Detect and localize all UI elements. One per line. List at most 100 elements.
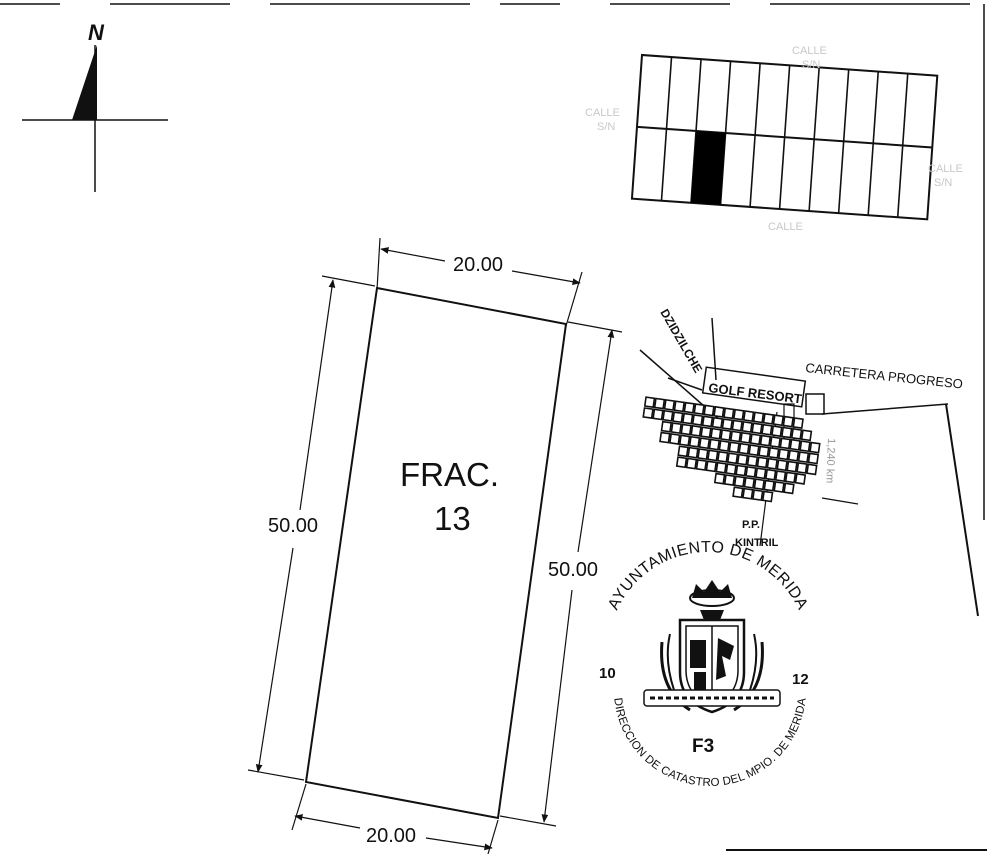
- seal-left-number: 10: [599, 665, 616, 682]
- lot-cell: [695, 459, 708, 471]
- lot-cell: [680, 423, 692, 436]
- lot-cell: [789, 438, 801, 451]
- street-left-label: CALLE: [585, 107, 620, 119]
- road-dzidzilche: DZIDZILCHE: [657, 307, 705, 376]
- lot-cell: [790, 427, 803, 440]
- golf-resort-label: GOLF RESORT: [708, 380, 803, 406]
- lot-cell: [786, 460, 798, 473]
- coat-of-arms-icon: [643, 580, 781, 714]
- lot-cell: [685, 457, 698, 470]
- lot-cell: [720, 429, 732, 442]
- lot-cell: [751, 422, 763, 435]
- lot-cell: [755, 467, 767, 480]
- lot-cell: [715, 461, 727, 474]
- lot-cell: [753, 478, 766, 491]
- lot-divider: [867, 71, 880, 216]
- golf-resort-box: [701, 366, 807, 408]
- lot-cell: [668, 433, 681, 445]
- kintril-label: KINTRIL: [735, 537, 779, 549]
- north-arrow-label: N: [88, 20, 105, 45]
- pp-label: P.P.: [742, 519, 760, 531]
- page-frame: [0, 3, 987, 851]
- highlighted-lot: [691, 130, 726, 205]
- lot-cell: [708, 438, 721, 451]
- lot-cell: [784, 471, 797, 484]
- lot-cell: [806, 463, 818, 476]
- lot-cell: [743, 476, 756, 489]
- lot-cell: [787, 449, 800, 462]
- lot-cell: [693, 403, 705, 416]
- lot-cell: [663, 398, 676, 411]
- dim-top: 20.00: [453, 254, 503, 276]
- lot-cell: [772, 414, 785, 427]
- lot-divider: [808, 67, 820, 212]
- lot-cell: [764, 468, 777, 481]
- lot-cell: [700, 426, 712, 439]
- lot-cell: [761, 423, 773, 436]
- lot-cell: [652, 408, 664, 421]
- lot-cell: [783, 482, 795, 495]
- lot-cell: [681, 412, 694, 425]
- lot-cell: [751, 489, 764, 502]
- lot-cell: [746, 455, 759, 467]
- carretera-label: CARRETERA PROGRESO: [805, 360, 964, 391]
- lot-cell: [776, 459, 788, 472]
- lot-cell: [756, 456, 769, 469]
- lot-cell: [782, 415, 794, 428]
- lot-cell: [643, 396, 656, 409]
- distance-label: 1,240 km: [823, 438, 837, 484]
- lot-cell: [713, 472, 726, 485]
- lot-cell: [752, 411, 765, 424]
- lot-cell: [701, 415, 714, 428]
- lot-cell: [725, 463, 737, 476]
- parcel-number: 13: [434, 500, 471, 537]
- lot-cell: [691, 414, 704, 426]
- lot-divider: [660, 57, 673, 201]
- lot-cell: [729, 430, 742, 443]
- parcel-title: FRAC.: [400, 456, 499, 493]
- lot-cell: [733, 408, 745, 421]
- street-right-sn: S/N: [934, 177, 952, 189]
- lot-cell: [762, 412, 775, 425]
- lot-cell: [800, 429, 813, 442]
- lot-cell: [705, 460, 718, 473]
- lot-cell: [688, 435, 701, 448]
- lot-cell: [726, 452, 739, 465]
- lot-cell: [672, 411, 684, 424]
- lot-cell: [809, 441, 821, 454]
- lot-cell: [698, 437, 711, 450]
- lot-divider: [896, 73, 909, 218]
- lot-cell: [733, 475, 746, 488]
- lot-cell: [742, 410, 755, 423]
- parcel-drawing: 20.00 20.00 50.00 50.00 FRAC. 13: [247, 237, 623, 854]
- street-top-label: CALLE: [792, 45, 827, 57]
- lot-cell: [718, 440, 730, 452]
- lot-cell: [660, 420, 673, 433]
- lot-cell: [713, 405, 725, 418]
- lot-cell: [721, 418, 734, 431]
- lot-cell: [707, 449, 719, 462]
- dim-bottom: 20.00: [366, 825, 416, 847]
- lot-cell: [731, 419, 743, 432]
- lot-cell: [779, 437, 791, 450]
- lot-cell: [687, 446, 699, 459]
- lot-cell: [716, 450, 729, 463]
- lot-cell: [745, 465, 757, 478]
- lot-cell: [703, 404, 715, 417]
- lot-cell: [723, 474, 736, 486]
- lot-cell: [759, 434, 772, 447]
- parcel-outline: [304, 286, 568, 820]
- block-map: CALLE S/N CALLE S/N CALLE S/N CALLE: [585, 45, 963, 233]
- lot-cell: [735, 464, 747, 477]
- location-map: DZIDZILCHE GOLF RESORT CARRETERA PROGRES…: [639, 307, 979, 617]
- lot-cell: [749, 433, 762, 446]
- lot-cell: [642, 407, 654, 419]
- dim-right: 50.00: [548, 559, 598, 581]
- north-arrow-icon: N: [22, 20, 168, 192]
- lot-cell: [742, 487, 754, 500]
- lot-cell: [728, 441, 740, 454]
- dim-left: 50.00: [268, 515, 318, 537]
- lot-divider: [778, 65, 791, 210]
- street-bottom-label: CALLE: [768, 221, 803, 233]
